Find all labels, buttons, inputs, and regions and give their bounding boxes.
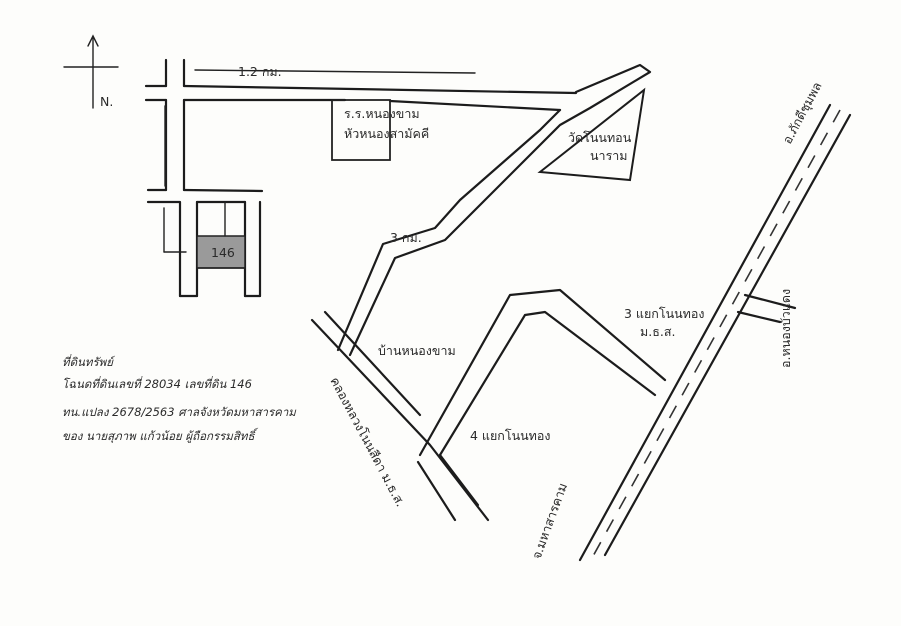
junction-4-label: 4 แยกโนนทอง	[470, 428, 551, 443]
top-road	[144, 84, 578, 112]
road-label-south: จ.มหาสารคาม	[529, 481, 570, 561]
north-label: N.	[100, 94, 113, 109]
school-label-2: หัวหนองสามัคคี	[344, 126, 429, 141]
parcel-label: 146	[211, 245, 235, 260]
road-label-east: อ.หนองบัวแดง	[778, 289, 793, 368]
junction-road	[418, 288, 667, 457]
village-label: บ้านหนองขาม	[378, 343, 456, 358]
temple-label-1: วัดโนนทอน	[568, 130, 632, 145]
distance-top: 1.2 กม.	[238, 64, 282, 79]
note-line-3: ทน.แปลง 2678/2563 ศาลจังหวัดมหาสารคาม	[62, 405, 297, 419]
left-road	[146, 58, 264, 298]
village-road	[310, 310, 490, 522]
school-label-1: ร.ร.หนองขาม	[344, 106, 420, 121]
highway	[578, 103, 852, 562]
north-arrow-icon	[63, 34, 119, 109]
dimension-arrows	[163, 69, 476, 253]
junction-3-label-1: 3 แยกโนนทอง	[624, 306, 705, 321]
note-line-2: โฉนดที่ดินเลขที่ 28034 เลขที่ดิน 146	[62, 376, 252, 391]
note-line-4: ของ นายสุภาพ แก้วน้อย ผู้ถือกรรมสิทธิ์	[62, 427, 259, 443]
school-building	[331, 99, 391, 161]
parcel	[196, 201, 246, 269]
temple-grounds	[537, 87, 646, 182]
distance-middle: 3 กม.	[390, 230, 422, 245]
road-label-north: อ.ภักดีชุมพล	[779, 79, 825, 147]
temple-label-2: นาราม	[590, 148, 628, 163]
note-line-1: ที่ดินทรัพย์	[62, 354, 116, 369]
temple-road	[336, 63, 652, 357]
junction-3-label-2: ม.ธ.ส.	[640, 324, 675, 339]
road-label-village: คลองหลวงโนนสีดา ม.ธ.ส.	[327, 374, 408, 509]
